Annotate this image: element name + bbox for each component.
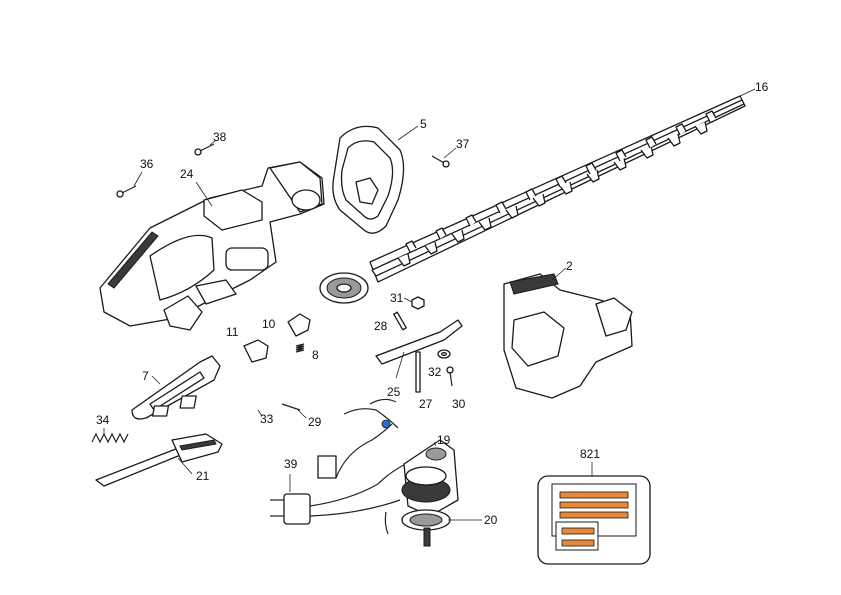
- callout-7: 7: [142, 369, 149, 383]
- warning-label: [537, 475, 651, 565]
- callout-39: 39: [284, 457, 298, 471]
- callout-34: 34: [96, 413, 110, 427]
- callout-38: 38: [213, 130, 227, 144]
- callout-29: 29: [308, 415, 322, 429]
- callout-32: 32: [428, 365, 442, 379]
- callout-31: 31: [390, 291, 404, 305]
- switch-10: [287, 313, 311, 337]
- label-bar-2: [559, 501, 629, 509]
- callout-821: 821: [580, 447, 600, 461]
- front-handle-guard: [332, 125, 405, 234]
- callout-21: 21: [196, 469, 210, 483]
- callout-8: 8: [312, 348, 319, 362]
- connecting-rod: [375, 319, 463, 365]
- screw-30: [446, 366, 454, 387]
- callout-24: 24: [180, 167, 194, 181]
- housing-half: [99, 161, 325, 331]
- label-bar-1: [559, 491, 629, 499]
- screw-38: [194, 143, 215, 156]
- callout-25: 25: [387, 385, 401, 399]
- callout-11: 11: [226, 325, 239, 339]
- blade-gear-wheel: [319, 272, 369, 304]
- callout-37: 37: [456, 137, 470, 151]
- callout-19: 19: [437, 433, 451, 447]
- callout-10: 10: [262, 317, 276, 331]
- screw-37: [431, 155, 450, 168]
- switch-11: [243, 339, 269, 363]
- screw-36: [116, 185, 137, 198]
- callout-20: 20: [484, 513, 498, 527]
- label-bar-5: [561, 539, 595, 547]
- callout-30: 30: [452, 397, 466, 411]
- callout-5: 5: [420, 117, 427, 131]
- cord-block: [270, 455, 337, 525]
- motor-armature: [401, 439, 459, 517]
- lock-off-assembly: [95, 433, 223, 487]
- washer-32: [437, 349, 451, 359]
- callout-36: 36: [140, 157, 154, 171]
- callout-27: 27: [419, 397, 433, 411]
- label-bar-4: [561, 527, 595, 535]
- brush-33: [151, 395, 197, 417]
- callout-28: 28: [374, 319, 388, 333]
- callout-16: 16: [755, 80, 769, 94]
- drive-gear: [401, 509, 451, 547]
- nut-31: [411, 296, 425, 310]
- shaft-27: [415, 351, 421, 393]
- pin-29: [281, 403, 301, 411]
- spring-34: [91, 432, 129, 444]
- blade-assembly: [369, 95, 746, 283]
- callout-33: 33: [260, 412, 274, 426]
- pin-28: [393, 311, 407, 331]
- wiring-harness: [309, 398, 411, 535]
- spring-8: [295, 343, 305, 353]
- callout-2: 2: [566, 259, 573, 273]
- housing-half-right: [503, 273, 633, 399]
- label-bar-3: [559, 511, 629, 519]
- trigger-lever: [131, 355, 221, 420]
